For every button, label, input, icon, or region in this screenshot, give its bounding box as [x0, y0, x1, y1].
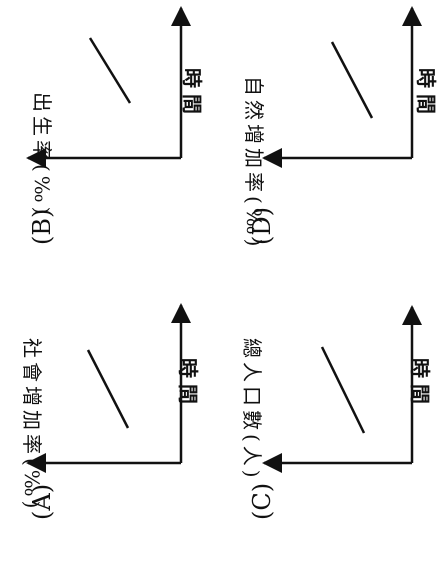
- graph-b: [26, 6, 191, 168]
- ylabel-d: 自然增加率(‰): [242, 76, 266, 251]
- diagram-option-c: [222, 285, 444, 570]
- graph-a: [26, 303, 191, 473]
- option-letter-c: (C): [248, 482, 276, 520]
- ylabel-c: 總人口數(人): [240, 338, 264, 482]
- ylabel-b: 出生率(‰): [30, 92, 54, 219]
- graph-c: [262, 305, 422, 473]
- trend-line: [330, 41, 374, 119]
- trend-line: [86, 349, 130, 429]
- xlabel-b: 時間: [180, 68, 204, 120]
- xlabel-c: 時間: [408, 358, 432, 410]
- xlabel-d: 時間: [414, 68, 438, 120]
- diagram-option-a: [0, 285, 222, 570]
- graph-d: [262, 6, 422, 168]
- trend-line: [320, 346, 366, 434]
- diagram-option-b: [0, 0, 222, 285]
- trend-line: [88, 37, 132, 104]
- xlabel-a: 時間: [176, 358, 200, 410]
- ylabel-a: 社會增加率(‰): [20, 338, 44, 513]
- diagram-option-d: [222, 0, 444, 285]
